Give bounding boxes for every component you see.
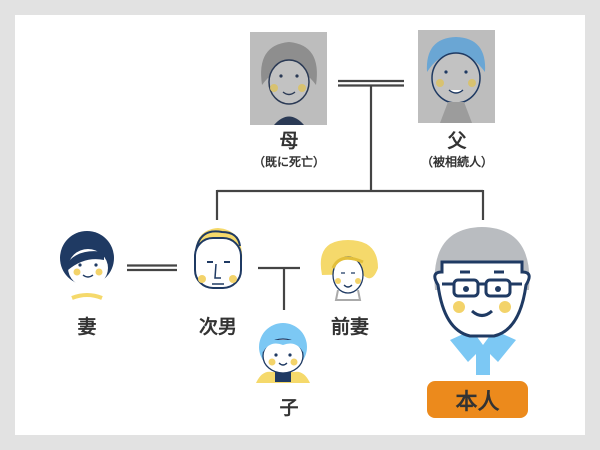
ex-wife-label: 前妻 [330,316,370,338]
father-label: 父 [447,130,467,152]
wife-portrait [60,231,114,300]
father-portrait [418,30,495,123]
second-son-portrait [194,228,243,289]
wife-label: 妻 [77,316,97,338]
tree-lines [127,79,485,310]
second-son-label: 次男 [198,316,238,338]
mother-portrait [250,32,327,125]
self-portrait [433,227,531,375]
ex-wife-portrait [320,240,378,301]
child-label: 子 [279,397,299,419]
self-badge: 本人 [427,381,528,418]
father-note: （被相続人） [420,155,494,169]
mother-label: 母 [279,130,299,152]
child-portrait [256,323,310,383]
mother-note: （既に死亡） [252,155,326,169]
